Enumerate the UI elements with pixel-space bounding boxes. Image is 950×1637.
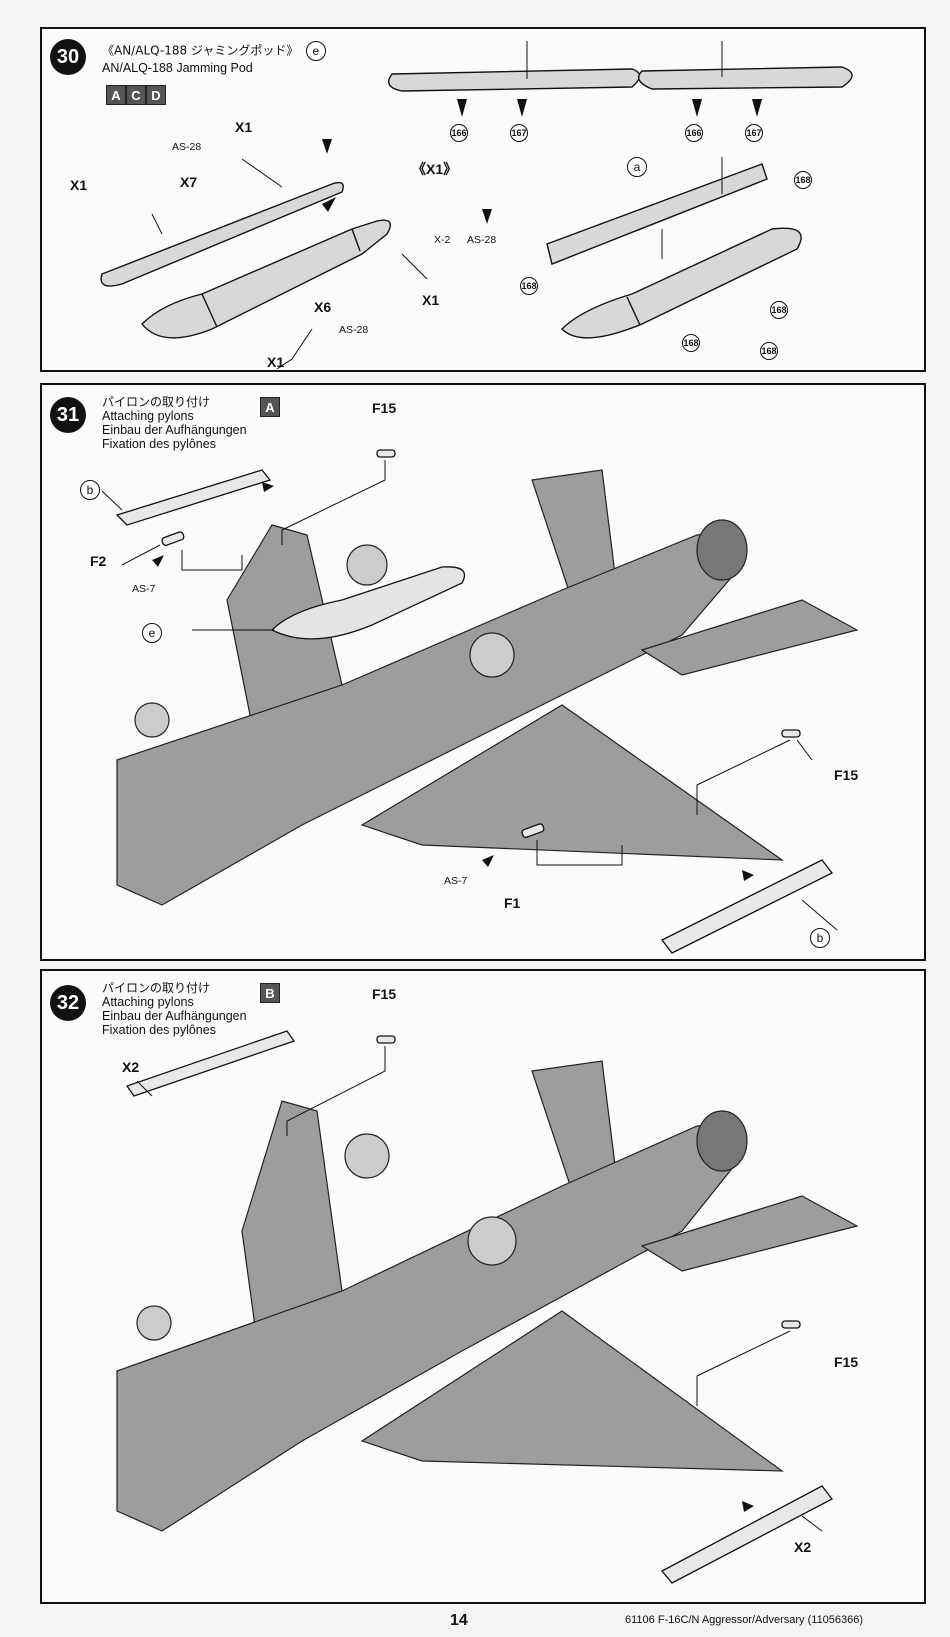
label-x2-bottom: X2	[794, 1539, 812, 1555]
aircraft-pylon-attachment-illustration	[101, 449, 859, 954]
label-x6: X6	[314, 299, 332, 315]
label-as28-top: AS-28	[172, 141, 202, 153]
label-f15-top: F15	[372, 400, 397, 416]
step-title: パイロンの取り付け Attaching pylons Einbau der Au…	[102, 981, 247, 1037]
label-as7-left: AS-7	[132, 583, 156, 595]
title-de: Einbau der Aufhängungen	[102, 1009, 247, 1023]
label-b-top: b	[80, 480, 100, 500]
label-f2: F2	[90, 553, 107, 569]
label-x2-top: X2	[122, 1059, 140, 1075]
label-x1-top: X1	[235, 119, 253, 135]
label-as7-bottom: AS-7	[444, 875, 468, 887]
badge-b: B	[260, 983, 280, 1003]
part-168-b: 168	[520, 277, 538, 295]
step-title: 《AN/ALQ-188 ジャミングポッド》 e AN/ALQ-188 Jammi…	[102, 41, 326, 75]
title-en: Attaching pylons	[102, 409, 194, 423]
jamming-pod-assembly-illustration	[100, 41, 853, 370]
page-number: 14	[450, 1612, 468, 1629]
title-en: Attaching pylons	[102, 995, 194, 1009]
label-as28-group: AS-28	[467, 234, 497, 246]
part-166-right: 166	[685, 124, 703, 142]
part-168-a: 168	[794, 171, 812, 189]
label-e: e	[142, 623, 162, 643]
title-en: AN/ALQ-188 Jamming Pod	[102, 61, 253, 75]
aircraft-pylon-attachment-illustration	[116, 1030, 859, 1584]
label-x1-left: X1	[70, 177, 88, 193]
part-167-left: 167	[510, 124, 528, 142]
label-f15-right: F15	[834, 767, 859, 783]
label-x7: X7	[180, 174, 198, 190]
title-jp: 《AN/ALQ-188 ジャミングポッド》	[102, 43, 299, 58]
label-f15-top: F15	[372, 986, 397, 1002]
badge-a: A	[106, 85, 126, 105]
part-marker-a: a	[627, 157, 647, 177]
part-marker-e: e	[305, 41, 326, 61]
label-x1-right: X1	[422, 292, 440, 308]
step-31-panel: 31 パイロンの取り付け Attaching pylons Einbau der…	[40, 383, 926, 961]
badge-a: A	[260, 397, 280, 417]
part-168-c: 168	[770, 301, 788, 319]
title-fr: Fixation des pylônes	[102, 1023, 216, 1037]
step-number: 32	[50, 985, 86, 1021]
step-32-panel: 32 パイロンの取り付け Attaching pylons Einbau der…	[40, 969, 926, 1604]
badge-d: D	[146, 85, 166, 105]
step-number: 31	[50, 397, 86, 433]
part-168-e: 168	[760, 342, 778, 360]
part-166-left: 166	[450, 124, 468, 142]
part-168-d: 168	[682, 334, 700, 352]
label-x1-group: 《X1》	[412, 161, 458, 177]
title-jp: パイロンの取り付け	[102, 395, 211, 409]
title-fr: Fixation des pylônes	[102, 437, 216, 451]
label-f1: F1	[504, 895, 521, 911]
product-code: 61106 F-16C/N Aggressor/Adversary (11056…	[625, 1614, 864, 1626]
step-30-panel: 30 《AN/ALQ-188 ジャミングポッド》 e AN/ALQ-188 Ja…	[40, 27, 926, 372]
part-167-right: 167	[745, 124, 763, 142]
step-title: パイロンの取り付け Attaching pylons Einbau der Au…	[102, 395, 247, 451]
title-de: Einbau der Aufhängungen	[102, 423, 247, 437]
label-f15-right: F15	[834, 1354, 859, 1370]
label-as28-x6: AS-28	[339, 324, 369, 336]
title-jp: パイロンの取り付け	[102, 981, 211, 995]
step-number: 30	[50, 39, 86, 75]
label-x1-bottom: X1	[267, 354, 285, 370]
label-b-bottom: b	[810, 928, 830, 948]
badge-c: C	[126, 85, 146, 105]
label-x2: X-2	[434, 234, 451, 246]
